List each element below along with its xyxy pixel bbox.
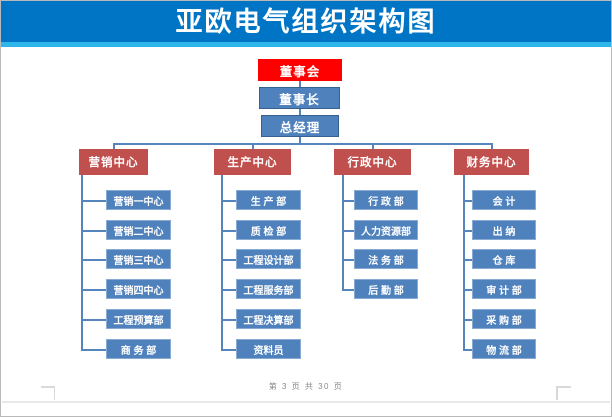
page-title: 亚欧电气组织架构图 [175, 7, 437, 37]
page-number-footer: 第 3 页 共 30 页 [268, 382, 344, 391]
org-node-department[interactable]: 工程预算部 [106, 309, 171, 329]
connector-stub-line [463, 259, 472, 261]
text-boundary-corner-mark [53, 386, 55, 400]
org-node-department[interactable]: 行 政 部 [354, 190, 418, 210]
org-node-department[interactable]: 物 流 部 [472, 339, 536, 359]
org-node-department[interactable]: 仓 库 [472, 249, 536, 269]
org-node-board-of-directors[interactable]: 董事会 [258, 59, 342, 81]
org-node-department[interactable]: 营销二中心 [106, 220, 171, 240]
connector-stub-line [463, 230, 472, 232]
title-banner: 亚欧电气组织架构图 [1, 1, 611, 42]
connector-stub-line [463, 319, 472, 321]
text-boundary-corner-mark [556, 386, 571, 388]
org-node-department[interactable]: 商 务 部 [106, 339, 171, 359]
connector-stub-line [81, 349, 106, 351]
connector-stub-line [342, 259, 354, 261]
connector-line [252, 143, 254, 149]
connector-line [299, 109, 301, 115]
connector-stub-line [81, 200, 106, 202]
org-node-department[interactable]: 营销一中心 [106, 190, 171, 210]
connector-stub-line [221, 200, 236, 202]
connector-line [372, 143, 374, 149]
org-node-department[interactable]: 工程设计部 [236, 249, 301, 269]
org-node-department[interactable]: 审 计 部 [472, 279, 536, 299]
org-node-department[interactable]: 工程决算部 [236, 309, 301, 329]
org-node-marketing-center[interactable]: 营销中心 [79, 149, 148, 175]
org-node-department[interactable]: 会 计 [472, 190, 536, 210]
connector-line [299, 137, 301, 143]
column-spine-line [81, 175, 83, 349]
connector-stub-line [463, 200, 472, 202]
org-node-general-manager[interactable]: 总经理 [261, 115, 339, 137]
connector-stub-line [463, 289, 472, 291]
connector-stub-line [221, 289, 236, 291]
banner-stripe [1, 42, 611, 47]
connector-stub-line [221, 230, 236, 232]
connector-line [113, 143, 115, 149]
org-node-production-center[interactable]: 生产中心 [214, 149, 291, 175]
connector-bus-line [113, 143, 493, 145]
org-node-department[interactable]: 法 务 部 [354, 249, 418, 269]
text-boundary-corner-mark [556, 386, 558, 400]
connector-stub-line [81, 319, 106, 321]
org-node-department[interactable]: 质 检 部 [236, 220, 301, 240]
org-node-department[interactable]: 资料员 [236, 339, 301, 359]
org-node-chairman[interactable]: 董事长 [259, 87, 340, 109]
connector-stub-line [221, 349, 236, 351]
org-node-department[interactable]: 生 产 部 [236, 190, 301, 210]
org-node-finance-center[interactable]: 财务中心 [454, 149, 529, 175]
connector-stub-line [463, 349, 472, 351]
org-node-department[interactable]: 工程服务部 [236, 279, 301, 299]
connector-stub-line [342, 230, 354, 232]
org-node-department[interactable]: 人力资源部 [354, 220, 418, 240]
text-boundary-corner-mark [41, 386, 55, 388]
connector-stub-line [81, 230, 106, 232]
column-spine-line [463, 175, 465, 349]
page-bottom-boundary [2, 401, 610, 403]
connector-line [299, 81, 301, 87]
connector-stub-line [342, 200, 354, 202]
connector-stub-line [221, 319, 236, 321]
connector-line [491, 143, 493, 149]
org-node-department[interactable]: 出 纳 [472, 220, 536, 240]
connector-stub-line [81, 259, 106, 261]
org-node-department[interactable]: 营销四中心 [106, 279, 171, 299]
org-node-admin-center[interactable]: 行政中心 [334, 149, 411, 175]
column-spine-line [221, 175, 223, 349]
connector-stub-line [342, 289, 354, 291]
org-node-department[interactable]: 后 勤 部 [354, 279, 418, 299]
connector-stub-line [221, 259, 236, 261]
column-spine-line [342, 175, 344, 289]
org-node-department[interactable]: 采 购 部 [472, 309, 536, 329]
org-node-department[interactable]: 营销三中心 [106, 249, 171, 269]
connector-stub-line [81, 289, 106, 291]
